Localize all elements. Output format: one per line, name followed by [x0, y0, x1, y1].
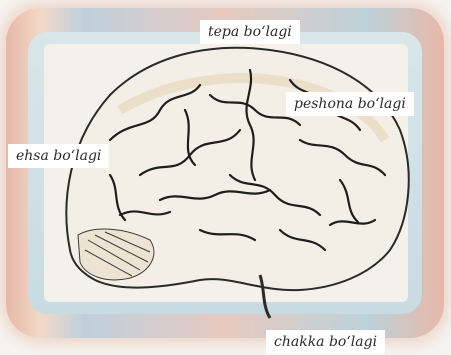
label-temporal-lobe: ehsa bo‘lagi	[8, 144, 109, 168]
label-top-lobe: tepa bo‘lagi	[200, 20, 300, 44]
label-occipital-lobe: chakka bo‘lagi	[266, 330, 385, 354]
label-frontal-lobe: peshona bo‘lagi	[286, 92, 414, 116]
